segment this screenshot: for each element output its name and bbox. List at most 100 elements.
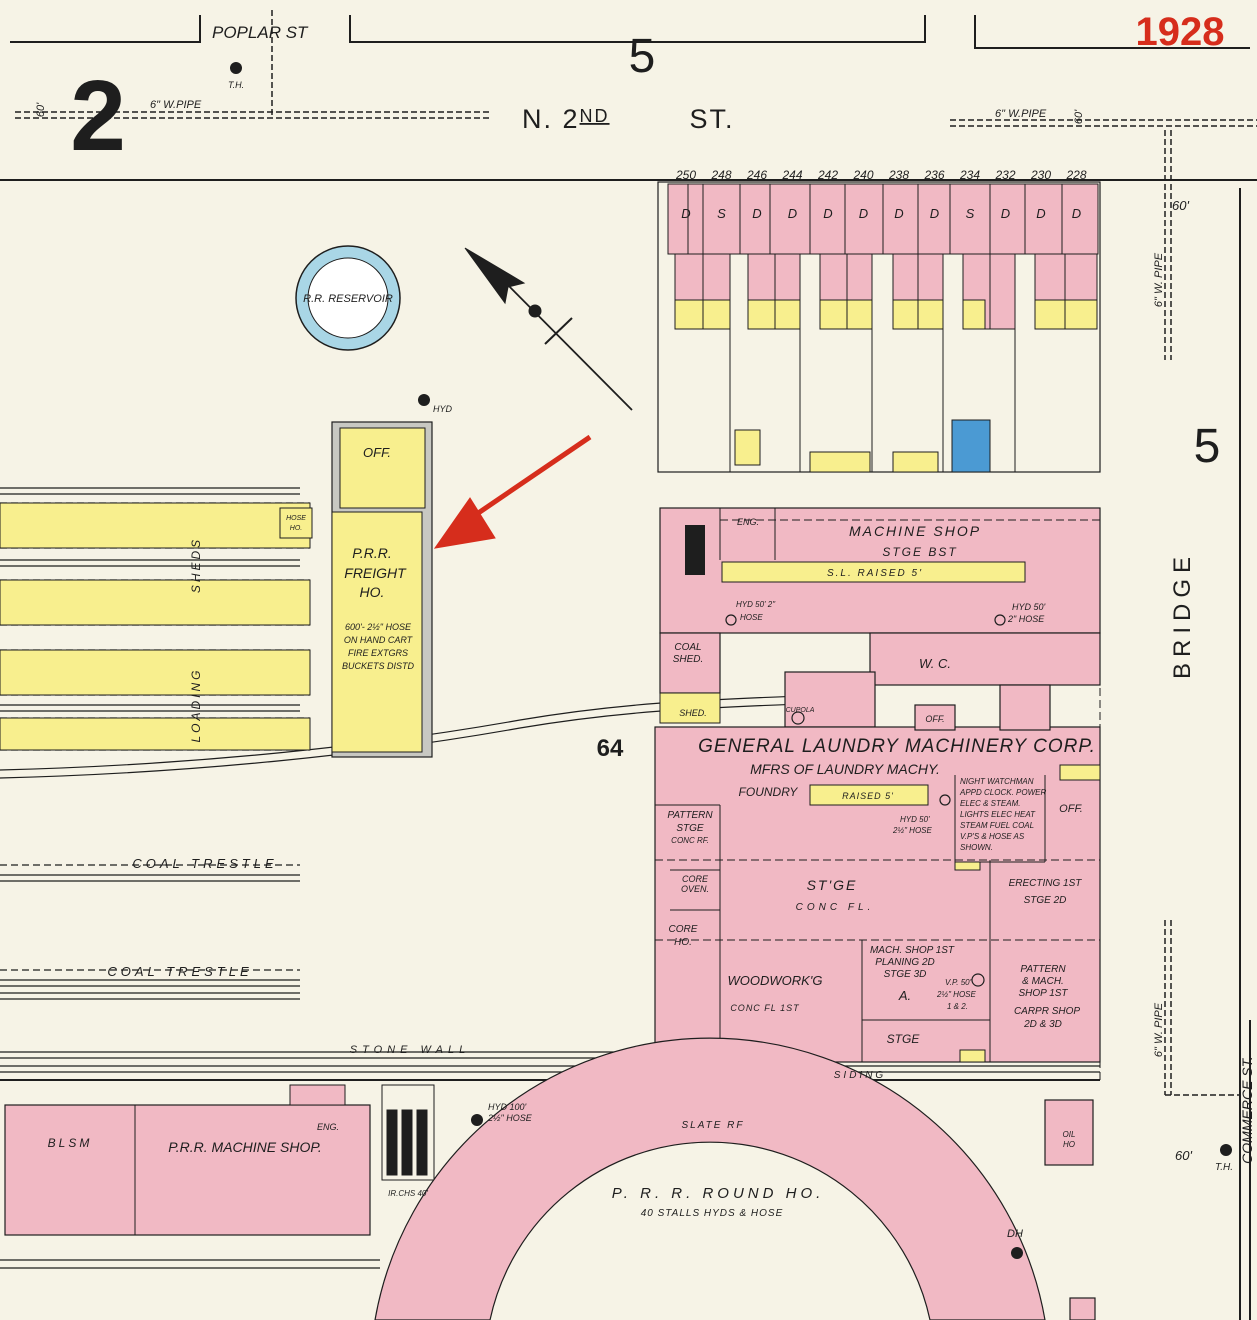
row-house-letter: D <box>930 206 939 221</box>
mach-shop-1: MACH. SHOP 1ST <box>870 945 955 956</box>
foundry-label: FOUNDRY <box>739 785 799 799</box>
hyd-50-a-1: HYD 50' 2" <box>736 600 776 609</box>
sheds-label: SHEDS <box>189 537 203 593</box>
north-arrow-icon <box>464 247 633 411</box>
night-note-4: LIGHTS ELEC HEAT <box>960 810 1036 819</box>
row-house-number: 250 <box>675 168 696 182</box>
th-label-1: T.H. <box>228 80 244 90</box>
pattern-mach-2: & MACH. <box>1022 976 1064 987</box>
coal-shed-2: SHED. <box>673 654 704 665</box>
blsm-label: BLSM <box>48 1136 93 1150</box>
row-house-number: 244 <box>781 168 802 182</box>
width-60-d: 60' <box>1175 1148 1192 1163</box>
row-house-number: 246 <box>746 168 767 182</box>
pattern-stge-2: STGE <box>676 823 704 834</box>
row-house-number: 248 <box>710 168 731 182</box>
wc-label: W. C. <box>919 656 951 671</box>
row-house-letter: S <box>717 206 726 221</box>
engine-label-2: ENG. <box>317 1122 339 1132</box>
core-oven-2: OVEN. <box>681 884 709 894</box>
row-house-letter: D <box>823 206 832 221</box>
woodworkg-floor: CONC FL 1ST <box>730 1003 800 1013</box>
pattern-mach-5: 2D & 3D <box>1023 1019 1062 1030</box>
street-north-2nd-b: ND <box>580 106 610 126</box>
row-house-letter: D <box>752 206 761 221</box>
block-number-top: 5 <box>629 30 656 83</box>
coal-trestle-1: COAL TRESTLE <box>132 856 277 871</box>
hose-house-2: HO. <box>290 525 303 532</box>
office-label-2: OFF. <box>925 714 944 724</box>
night-note-2: APPD CLOCK. POWER <box>959 788 1046 797</box>
reservoir-inner <box>307 257 389 339</box>
reservoir-label: R.R. RESERVOIR <box>303 293 393 305</box>
rowhouse-block-outline <box>657 181 1101 473</box>
factory-frame <box>659 561 1101 1063</box>
coal-shed-1: COAL <box>674 642 701 653</box>
a-label: A. <box>898 988 911 1003</box>
freight-label-1: P.R.R. <box>352 545 391 561</box>
night-note-5: STEAM FUEL COAL <box>960 821 1034 830</box>
night-note-3: ELEC & STEAM. <box>960 799 1020 808</box>
pattern-mach-3: SHOP 1ST <box>1018 988 1068 999</box>
stone-building <box>951 419 991 473</box>
row-house-number: 236 <box>923 168 944 182</box>
row-house-letter: D <box>1072 206 1081 221</box>
coal-trestle-2: COAL TRESTLE <box>107 964 252 979</box>
row-house-letter: D <box>681 206 690 221</box>
prr-machine-shop <box>4 1104 371 1236</box>
vp-50-3: 1 & 2. <box>947 1002 968 1011</box>
siding: SIDING <box>834 1070 886 1081</box>
shed-label: SHED. <box>679 708 707 718</box>
iron-chimneys-label: IR.CHS 40' <box>388 1189 428 1198</box>
freight-label-2: FREIGHT <box>344 565 407 581</box>
freight-house-building <box>331 511 423 753</box>
th-label-2: T.H. <box>1215 1162 1233 1173</box>
hyd-100-2: 2½" HOSE <box>487 1113 533 1123</box>
freight-label-3: HO. <box>360 584 385 600</box>
raised-label: RAISED 5' <box>842 791 894 801</box>
hyd-100-1: HYD 100' <box>488 1102 527 1112</box>
hyd-50-a-2: HOSE <box>740 613 763 622</box>
width-60-c: 60' <box>1172 198 1189 213</box>
core-ho-2: HO. <box>674 937 692 948</box>
prr-machine-label: P.R.R. MACHINE SHOP. <box>168 1139 322 1155</box>
rowhouse-dividers <box>687 184 1066 472</box>
row-house-letter: D <box>1001 206 1010 221</box>
vp-50-1: V.P. 50' <box>945 978 972 987</box>
row-house-number: 228 <box>1065 168 1086 182</box>
cupola-chimney <box>685 525 705 575</box>
row-house-number: 238 <box>888 168 909 182</box>
freight-note-2: ON HAND CART <box>344 635 414 645</box>
core-oven-1: CORE <box>682 874 709 884</box>
row-house-number: 240 <box>852 168 873 182</box>
erecting-2: STGE 2D <box>1024 895 1067 906</box>
stge-label-2: STGE <box>887 1032 921 1046</box>
row-house-number: 232 <box>994 168 1015 182</box>
water-pipes <box>15 10 1257 1096</box>
stge-bst-label: STGE BST <box>882 545 957 559</box>
pipe-label-1: 6" W.PIPE <box>150 99 202 111</box>
pipe-label-3: 6" W. PIPE <box>1153 252 1165 307</box>
round-house <box>374 1037 1046 1320</box>
engine-label: ENG. <box>737 517 759 527</box>
row-house-letter: D <box>788 206 797 221</box>
corp-subtitle: MFRS OF LAUNDRY MACHY. <box>750 761 940 777</box>
woodworkg-label: WOODWORK'G <box>728 973 823 988</box>
pattern-mach-1: PATTERN <box>1020 964 1066 975</box>
office-building <box>339 427 426 509</box>
pattern-mach-4: CARPR SHOP <box>1014 1006 1080 1017</box>
hydrant-dots <box>230 62 1232 1259</box>
street-north-2nd-a: N. 2 <box>522 104 580 134</box>
hose-house-1: HOSE <box>286 515 306 522</box>
loading-label: LOADING <box>189 667 203 742</box>
pattern-stge-3: CONC RF. <box>671 836 709 845</box>
map-year: 1928 <box>1136 10 1225 54</box>
red-arrow-icon <box>433 434 592 549</box>
pattern-stge-1: PATTERN <box>667 810 713 821</box>
factory-walls <box>655 508 1046 1062</box>
freight-note-4: BUCKETS DISTD <box>342 661 415 671</box>
row-house-letter: D <box>1036 206 1045 221</box>
